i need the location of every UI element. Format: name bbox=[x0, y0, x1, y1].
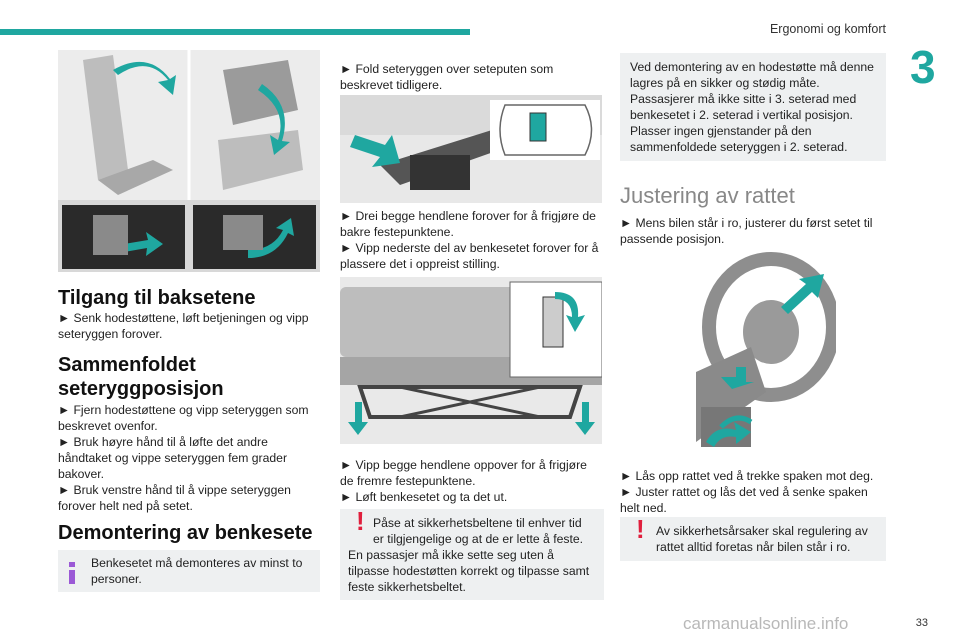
warning-note-seatbelt: ! Påse at sikkerhetsbeltene til enhver t… bbox=[340, 506, 604, 600]
warning-seatbelt-text-2: En passasjer må ikke sette seg uten å ti… bbox=[348, 548, 590, 594]
heading-justering: Justering av rattet bbox=[620, 183, 795, 208]
warning-steering-text: Av sikkerhetsårsaker skal regulering av … bbox=[656, 524, 868, 554]
paragraph-sammen-3: ► Bruk venstre hånd til å vippe seterygg… bbox=[58, 483, 291, 513]
watermark-text: carmanualsonline.info bbox=[683, 614, 849, 633]
paragraph-mens: ► Mens bilen står i ro, justerer du førs… bbox=[620, 216, 873, 246]
chapter-number-tab: 3 bbox=[900, 40, 960, 98]
paragraph-juster: ► Juster rattet og lås det ved å senke s… bbox=[620, 485, 868, 515]
rear-seat-access-illustration bbox=[58, 50, 320, 272]
heading-sammenfoldet: Sammenfoldet seteryggposisjon bbox=[58, 354, 224, 400]
paragraph-sammen-2: ► Bruk høyre hånd til å løfte det andre … bbox=[58, 435, 288, 481]
info-icon bbox=[69, 562, 75, 584]
front-fastening-illustration bbox=[340, 277, 602, 444]
warning-icon: ! bbox=[356, 506, 365, 536]
paragraph-vipp: ► Vipp nederste del av benkesetet forove… bbox=[340, 241, 599, 271]
info-note: Benkesetet må demonteres av minst to per… bbox=[58, 550, 320, 592]
header-accent-bar bbox=[0, 29, 470, 35]
warning-icon: ! bbox=[636, 514, 645, 544]
heading-tilgang: Tilgang til baksetene bbox=[58, 287, 256, 309]
paragraph-sammen-1: ► Fjern hodestøttene og vipp seteryggen … bbox=[58, 403, 309, 433]
info-note-text: Benkesetet må demonteres av minst to per… bbox=[91, 556, 303, 586]
steering-adjustment-illustration bbox=[676, 252, 836, 457]
section-title: Ergonomi og komfort bbox=[769, 22, 886, 36]
heading-demontering: Demontering av benkesete bbox=[58, 522, 313, 544]
paragraph-vipp2: ► Vipp begge hendlene oppover for å frig… bbox=[340, 458, 587, 488]
warning-note-steering: ! Av sikkerhetsårsaker skal regulering a… bbox=[620, 514, 886, 561]
chapter-number: 3 bbox=[910, 41, 936, 93]
paragraph-tilgang: ► Senk hodestøttene, løft betjeningen og… bbox=[58, 311, 309, 341]
headrest-note: Ved demontering av en hodestøtte må denn… bbox=[620, 53, 886, 161]
page-number: 33 bbox=[915, 617, 928, 629]
headrest-note-text: Ved demontering av en hodestøtte må denn… bbox=[630, 60, 874, 154]
warning-seatbelt-text-1: Påse at sikkerhetsbeltene til enhver tid… bbox=[373, 516, 584, 546]
paragraph-laas: ► Lås opp rattet ved å trekke spaken mot… bbox=[620, 469, 874, 483]
rear-fastening-illustration bbox=[340, 95, 602, 203]
paragraph-loft: ► Løft benkesetet og ta det ut. bbox=[340, 490, 508, 504]
paragraph-fold: ► Fold seteryggen over seteputen som bes… bbox=[340, 62, 554, 92]
paragraph-drei: ► Drei begge hendlene forover for å frig… bbox=[340, 209, 596, 239]
